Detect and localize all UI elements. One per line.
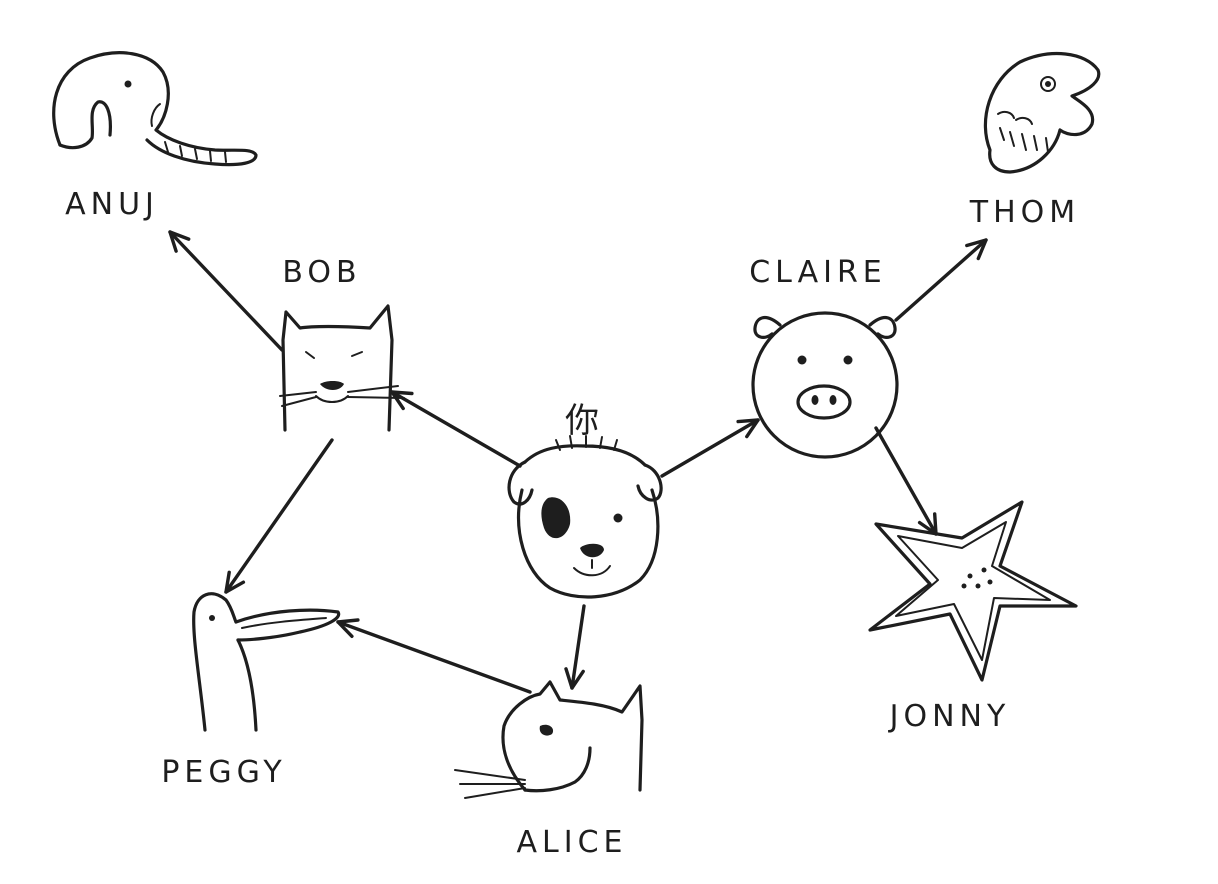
pig-icon [751, 311, 899, 459]
node-labels: 你 BOB CLAIRE ALICE ANUJ PEGGY THOM JONNY [65, 187, 1080, 860]
rat-icon [454, 680, 644, 799]
arrowhead [965, 238, 988, 261]
edge-you-to-alice [564, 604, 586, 690]
edge-claire-to-jonny [874, 426, 938, 536]
edge-layer [168, 230, 988, 694]
edge-line [874, 426, 938, 536]
cat-icon [279, 304, 405, 432]
edge-line [336, 620, 532, 694]
node-label-anuj: ANUJ [65, 187, 159, 222]
fish-icon [983, 51, 1101, 174]
edge-line [224, 438, 334, 594]
elephant-icon [52, 51, 258, 167]
edge-bob-to-anuj [168, 230, 284, 352]
node-label-peggy: PEGGY [161, 755, 286, 790]
toucan-icon [192, 592, 341, 732]
starfish-icon [868, 500, 1078, 682]
node-label-bob: BOB [282, 255, 361, 290]
edge-line [660, 418, 760, 478]
edge-you-to-bob [390, 390, 522, 468]
arrowhead [336, 618, 360, 638]
node-label-thom: THOM [969, 195, 1080, 230]
node-label-you: 你 [565, 401, 599, 441]
edge-line [390, 390, 522, 468]
node-label-jonny: JONNY [888, 699, 1011, 734]
edge-claire-to-thom [894, 238, 988, 322]
node-label-claire: CLAIRE [749, 255, 887, 290]
arrowhead [224, 570, 246, 594]
arrowhead [564, 667, 585, 690]
arrowhead [736, 418, 760, 439]
arrowhead [390, 390, 414, 411]
edge-alice-to-peggy [336, 618, 532, 694]
dog-icon [507, 435, 663, 599]
edge-bob-to-peggy [224, 438, 334, 594]
edge-line [570, 604, 586, 690]
edge-line [168, 230, 284, 352]
arrowhead [168, 230, 191, 253]
node-label-alice: ALICE [517, 825, 628, 860]
edge-line [894, 238, 988, 322]
edge-you-to-claire [660, 418, 760, 478]
